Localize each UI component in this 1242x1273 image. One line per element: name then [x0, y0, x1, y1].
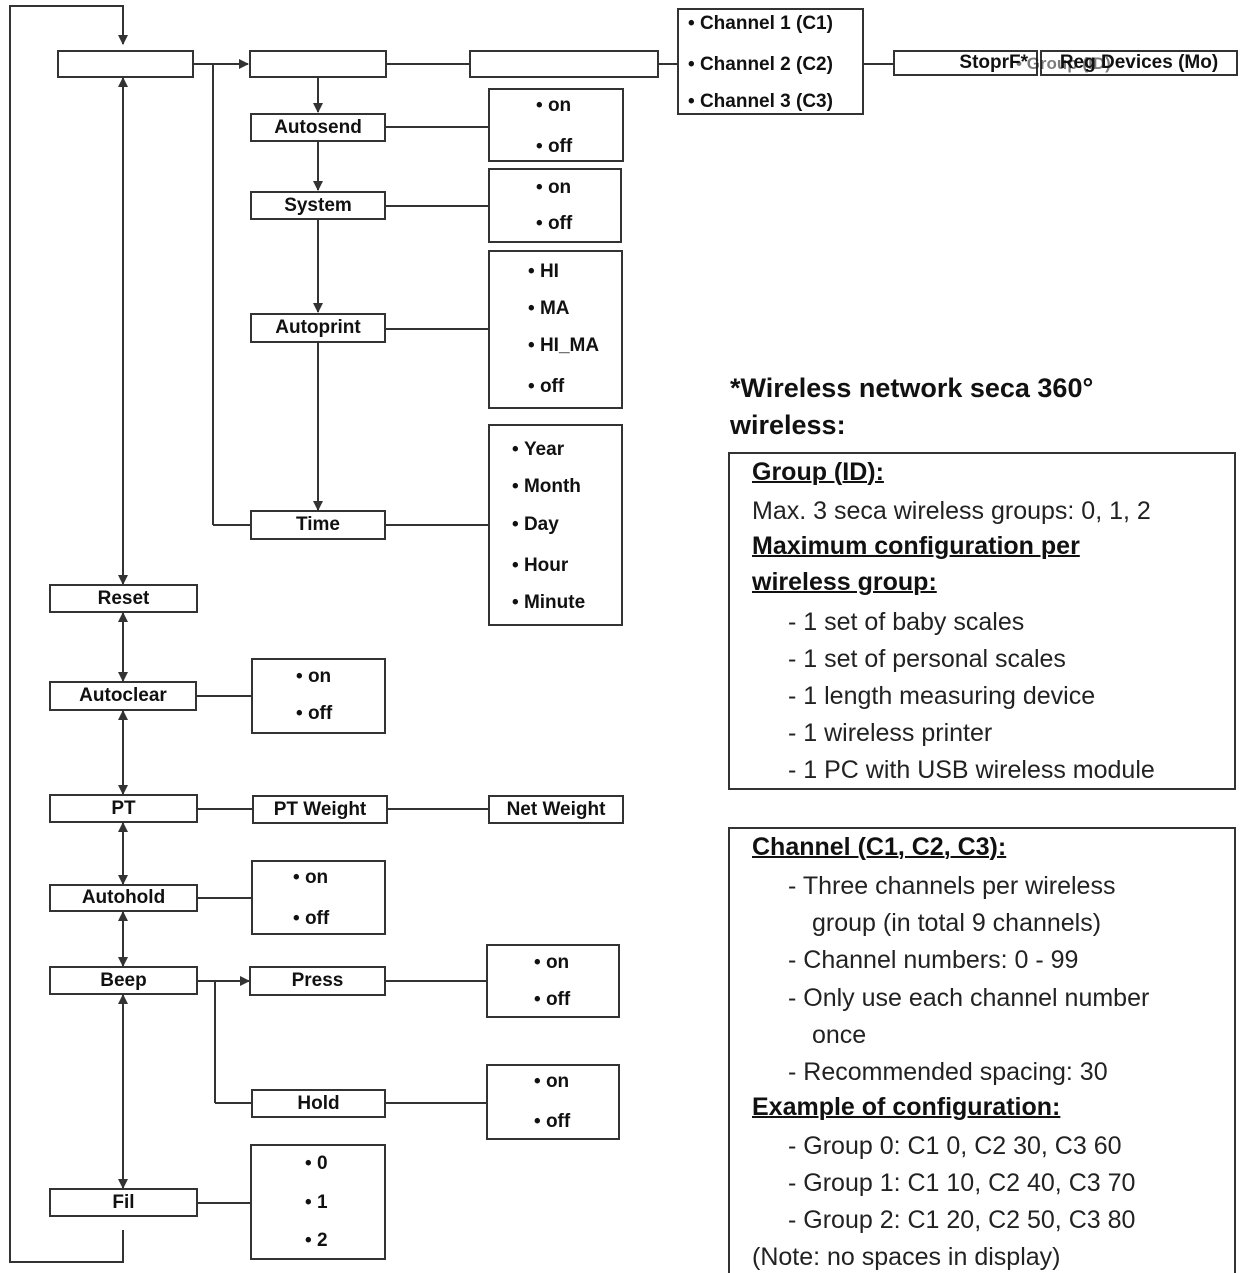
group-info-panel: Group (ID): Max. 3 seca wireless groups:…	[728, 452, 1236, 790]
channel-option: Channel 1 (C1)	[688, 13, 833, 35]
fil-option: 2	[305, 1230, 328, 1252]
pt-weight-box: PT Weight	[252, 795, 388, 824]
group-config-item: - 1 set of baby scales	[788, 608, 1025, 636]
channel-item: - Only use each channel number	[788, 984, 1150, 1012]
channel-item: once	[812, 1021, 867, 1049]
fil-option: 0	[305, 1153, 328, 1175]
autohold-box: Autohold	[49, 884, 198, 912]
system-option: on	[536, 177, 571, 199]
group-config-item: - 1 PC with USB wireless module	[788, 756, 1155, 784]
group-id-overlap-label: Group (ID)	[1016, 54, 1111, 74]
time-option: Year	[512, 439, 564, 461]
wireless-note-title-line2: wireless:	[730, 410, 846, 440]
group-config-heading-1: Maximum configuration per	[752, 532, 1080, 560]
channel-item: group (in total 9 channels)	[812, 909, 1102, 937]
time-option: Month	[512, 476, 581, 498]
time-option: Minute	[512, 592, 585, 614]
group-heading: Group (ID):	[752, 458, 884, 486]
channel-item: - Three channels per wireless	[788, 872, 1116, 900]
autohold-option: off	[293, 908, 329, 930]
hold-option: off	[534, 1111, 570, 1133]
channel-heading: Channel (C1, C2, C3):	[752, 833, 1007, 861]
channel-item: - Recommended spacing: 30	[788, 1058, 1108, 1086]
example-item: - Group 2: C1 20, C2 50, C3 80	[788, 1206, 1136, 1234]
display-note: (Note: no spaces in display)	[752, 1243, 1061, 1271]
system-option: off	[536, 213, 572, 235]
time-option: Day	[512, 514, 559, 536]
autohold-option: on	[293, 867, 328, 889]
press-option: on	[534, 952, 569, 974]
fil-option: 1	[305, 1192, 328, 1214]
net-weight-box: Net Weight	[488, 795, 624, 824]
autosend-option: on	[536, 95, 571, 117]
example-item: - Group 0: C1 0, C2 30, C3 60	[788, 1132, 1122, 1160]
beep-box: Beep	[49, 966, 198, 995]
press-box: Press	[249, 966, 386, 996]
autoclear-option: off	[296, 703, 332, 725]
settings-menu-box	[249, 50, 387, 78]
channel-info-panel: Channel (C1, C2, C3): - Three channels p…	[728, 827, 1236, 1273]
wireless-note-title: *Wireless network seca 360° wireless:	[730, 370, 1093, 444]
autosend-option: off	[536, 136, 572, 158]
hold-option: on	[534, 1071, 569, 1093]
autoprint-option: MA	[528, 298, 570, 320]
reset-box: Reset	[49, 584, 198, 613]
example-heading: Example of configuration:	[752, 1093, 1061, 1121]
autoprint-option: HI	[528, 261, 559, 283]
system-box: System	[250, 191, 386, 220]
group-config-heading-2: wireless group:	[752, 568, 937, 596]
example-item: - Group 1: C1 10, C2 40, C3 70	[788, 1169, 1136, 1197]
group-config-item: - 1 set of personal scales	[788, 645, 1066, 673]
autosend-box: Autosend	[250, 113, 386, 142]
hold-box: Hold	[251, 1089, 386, 1118]
wireless-note-title-line1: *Wireless network seca 360°	[730, 373, 1094, 403]
autoprint-box: Autoprint	[250, 313, 386, 343]
autoclear-option: on	[296, 666, 331, 688]
fil-box: Fil	[49, 1188, 198, 1217]
group-max-text: Max. 3 seca wireless groups: 0, 1, 2	[752, 497, 1151, 525]
group-config-item: - 1 length measuring device	[788, 682, 1096, 710]
pt-box: PT	[49, 794, 198, 823]
main-menu-box	[57, 50, 194, 78]
channel-option: Channel 3 (C3)	[688, 91, 833, 113]
time-option: Hour	[512, 555, 568, 577]
channel-option: Channel 2 (C2)	[688, 54, 833, 76]
time-box: Time	[250, 510, 386, 540]
group-config-item: - 1 wireless printer	[788, 719, 993, 747]
press-option: off	[534, 989, 570, 1011]
autoclear-box: Autoclear	[49, 681, 197, 711]
autoprint-option: off	[528, 376, 564, 398]
autoprint-option: HI_MA	[528, 335, 599, 357]
wireless-menu-box	[469, 50, 659, 78]
channel-item: - Channel numbers: 0 - 99	[788, 946, 1079, 974]
